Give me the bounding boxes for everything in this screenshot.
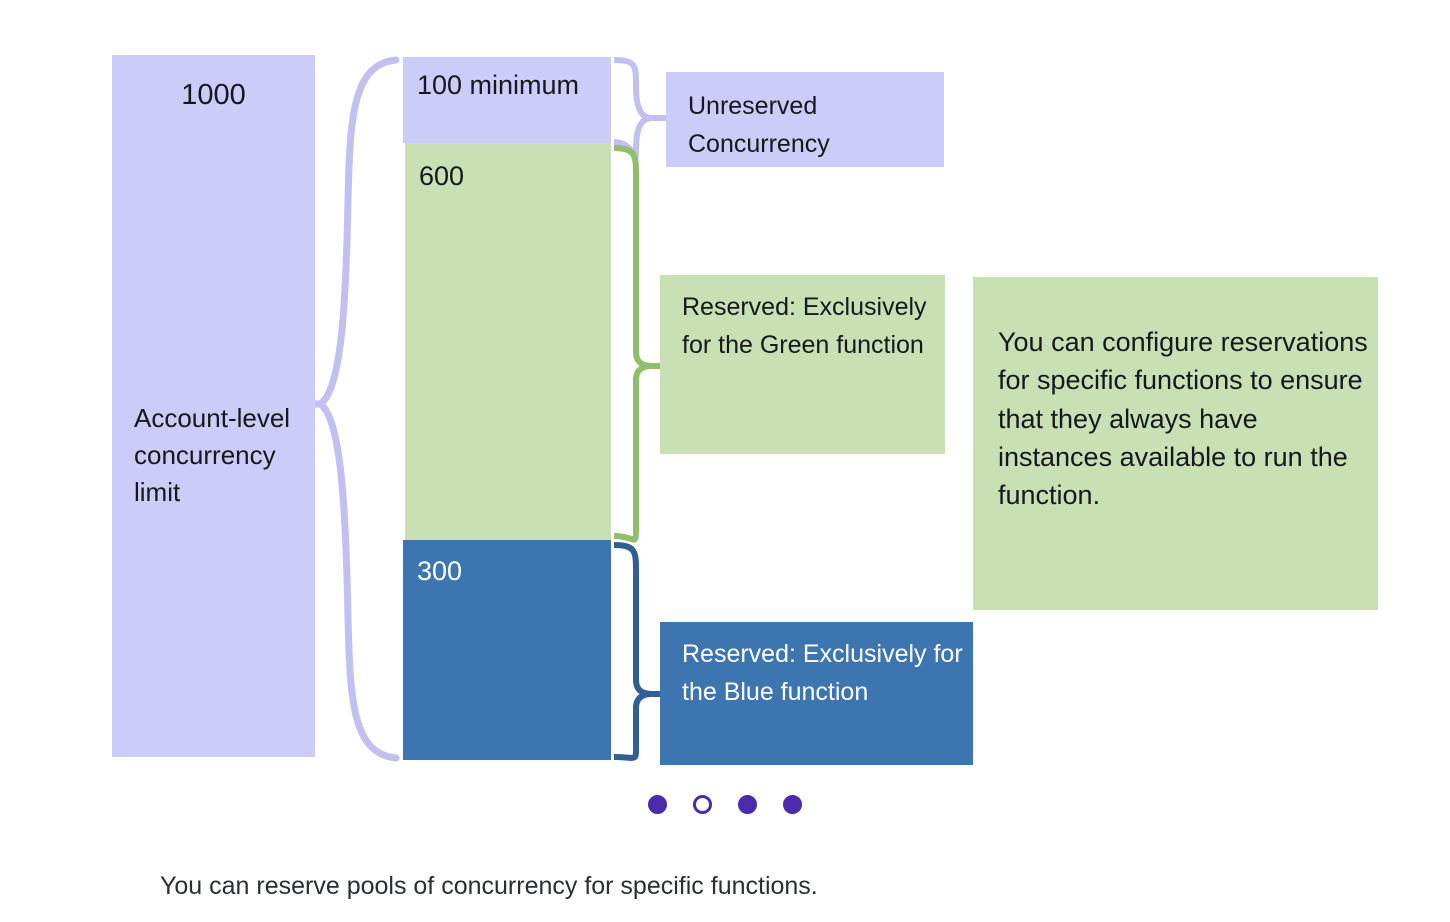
segment-blue-reserved: 300 — [403, 540, 611, 760]
connector-braces-layer — [302, 56, 671, 762]
account-level-caption: Account-level concurrency limit — [134, 403, 291, 507]
account-level-limit-block: 1000 Account-level concurrency limit — [112, 55, 315, 757]
carousel-dot-1[interactable] — [648, 795, 667, 814]
callout-green-reserved: Reserved: Exclusively for the Green func… — [660, 275, 945, 454]
account-total-value: 1000 — [181, 79, 246, 111]
segment-blue-label: 300 — [417, 556, 463, 586]
segment-unreserved-label: 100 minimum — [417, 70, 580, 100]
segment-green-reserved: 600 — [405, 143, 611, 540]
concurrency-diagram: 1000 Account-level concurrency limit 100… — [112, 55, 1378, 765]
callout-unreserved-concurrency: Unreserved Concurrency — [666, 72, 944, 167]
callout-unreserved-text: Unreserved Concurrency — [688, 92, 830, 158]
segment-green-label: 600 — [419, 161, 465, 191]
carousel-pagination — [0, 795, 1450, 814]
segment-unreserved: 100 minimum — [403, 57, 611, 143]
green-brace — [613, 145, 655, 543]
carousel-dot-2-current[interactable] — [693, 795, 712, 814]
carousel-dot-3[interactable] — [738, 795, 757, 814]
account-brace-lower — [316, 400, 400, 762]
callout-blue-text: Reserved: Exclusively for the Blue funct… — [682, 640, 963, 706]
unreserved-brace — [613, 57, 655, 161]
carousel-dot-4[interactable] — [783, 795, 802, 814]
callout-green-text: Reserved: Exclusively for the Green func… — [682, 293, 927, 359]
account-brace-upper — [316, 56, 400, 408]
figure-caption: You can reserve pools of concurrency for… — [160, 872, 818, 900]
blue-brace — [613, 542, 655, 761]
note-configure-reservations-text: You can configure reservations for speci… — [998, 327, 1368, 511]
callout-blue-reserved: Reserved: Exclusively for the Blue funct… — [660, 622, 973, 765]
note-configure-reservations: You can configure reservations for speci… — [973, 277, 1378, 610]
